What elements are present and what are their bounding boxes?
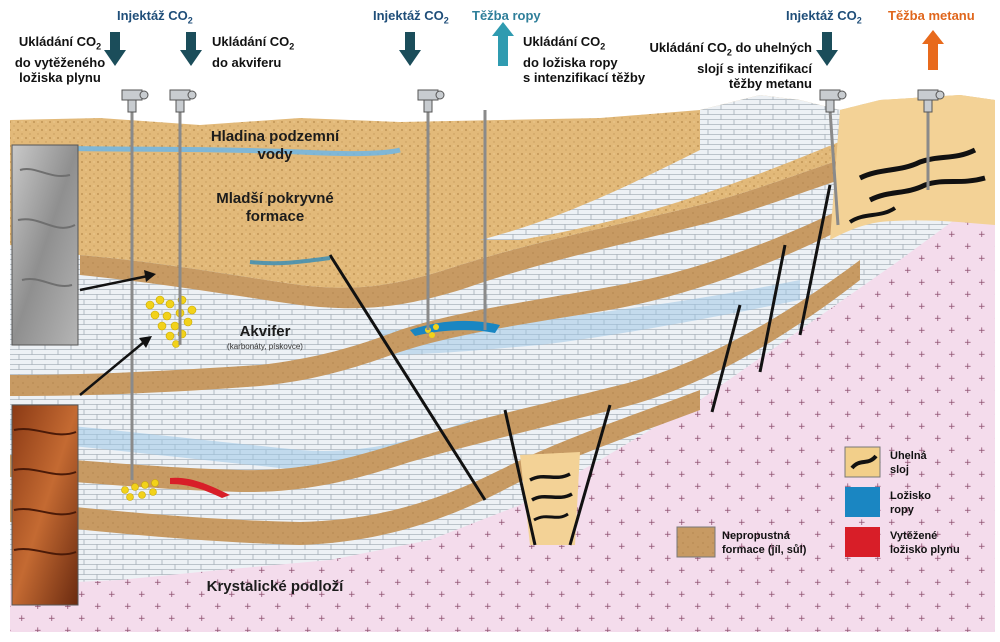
pointer-arrow-2 (79, 341, 145, 396)
arrow-oil-extraction (492, 22, 514, 66)
basement-layer (10, 160, 995, 632)
storage-aquifer-label: Ukládání CO2 do akviferu (212, 34, 295, 70)
legend-impermeable-swatch (676, 526, 716, 558)
fault-4 (710, 304, 742, 413)
injection-label-3: Injektáž CO2 (786, 8, 862, 26)
pointer-arrow-2-head (139, 336, 152, 348)
arrow-injection-4 (816, 32, 838, 66)
rock-photo-gray-texture (17, 167, 76, 288)
cap-band-3 (10, 260, 860, 493)
coal-seam-1 (858, 147, 977, 181)
wellheads (121, 89, 945, 113)
legend-coal-seam (850, 454, 878, 470)
right-upper-strata (480, 95, 880, 240)
coal-pocket-seam-3 (533, 512, 569, 522)
injection-label-2: Injektáž CO2 (373, 8, 449, 26)
aquifer-label: Akvifer (239, 323, 291, 340)
fault-6 (798, 184, 832, 336)
coal-pocket-seam-1 (529, 472, 571, 482)
storage-depleted-gas-label: Ukládání CO2 do vytěženého ložiska plynu (14, 34, 106, 85)
cover-formation-label: Mladší pokryvné formace (216, 190, 334, 225)
blue-water-streak (249, 256, 331, 266)
pointer-arrow-1-head (144, 270, 156, 282)
blue-tint-3 (380, 280, 800, 355)
rock-photo-brown-texture (13, 428, 77, 556)
fault-2 (503, 409, 537, 546)
arrow-methane-extraction (922, 30, 944, 70)
arrow-injection-3 (399, 32, 421, 66)
cap-band-1 (80, 140, 900, 309)
rock-photo-gray (11, 144, 79, 346)
groundwater-streak (39, 145, 401, 157)
arrow-injection-2 (180, 32, 202, 66)
injection-label-1: Injektáž CO2 (117, 8, 193, 26)
coal-pocket-seam-2 (531, 492, 573, 502)
fault-5 (758, 244, 787, 373)
fault-3 (568, 404, 612, 546)
depleted-gas-red (170, 477, 230, 498)
groundwater-label: Hladina podzemní vody (210, 128, 340, 163)
aquifer-co2-bubbles (145, 295, 197, 348)
aquifer-note: (karbonáty, pískovce) (227, 342, 303, 351)
cap-band-2 (10, 200, 860, 396)
legend-oil-swatch (845, 487, 880, 517)
coal-seam-2 (868, 175, 986, 203)
methane-extraction-label: Těžba metanu (888, 8, 975, 23)
well-pipes (130, 109, 930, 480)
pointer-arrow-1 (79, 274, 149, 292)
arrow-injection-1 (104, 32, 126, 66)
depleted-gas-co2-bubbles (121, 479, 159, 501)
legend-gas-swatch (845, 527, 880, 557)
fault-1 (328, 254, 487, 501)
oil-extraction-label: Těžba ropy (472, 8, 541, 23)
storage-coal-label: Ukládání CO2 do uhelných slojí s intenzi… (649, 40, 812, 91)
basement-label: Krystalické podloží (206, 578, 344, 595)
rock-photo-brown (11, 404, 79, 606)
storage-oil-label: Ukládání CO2 do ložiska ropy s intenzifi… (523, 34, 646, 85)
coal-seam-3 (848, 206, 897, 224)
